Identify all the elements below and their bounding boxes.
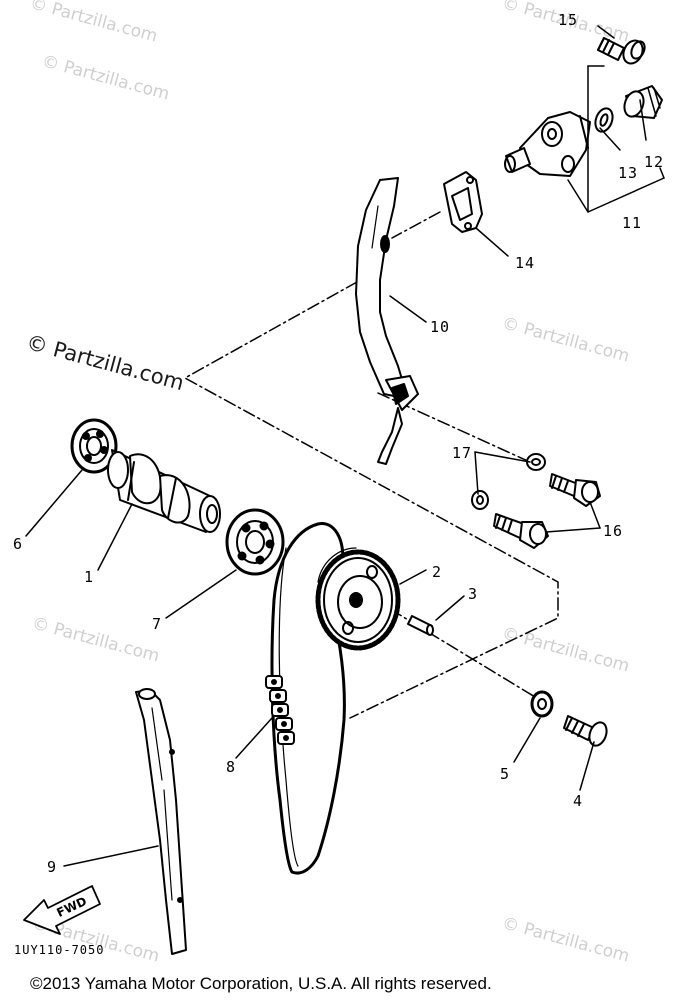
callout-bracket-11 — [567, 65, 665, 213]
part-12-cap-bolt — [623, 85, 663, 119]
part-16-bolt-lower — [493, 513, 549, 549]
fwd-arrow-icon — [23, 885, 101, 935]
callout-8: 8 — [226, 758, 237, 776]
callout-15: 15 — [558, 11, 579, 29]
callout-5: 5 — [500, 765, 511, 783]
part-9-chain-guide — [135, 688, 187, 955]
part-11-tensioner — [504, 111, 591, 177]
part-6-bearing — [70, 418, 118, 474]
leader-lines — [25, 25, 647, 867]
diagram-code: 1UY110-7050 — [14, 943, 105, 957]
callout-12: 12 — [644, 153, 665, 171]
part-16-bolt-upper — [549, 473, 601, 507]
part-10-chain-guide — [355, 177, 419, 465]
part-4-bolt — [563, 715, 608, 747]
callout-4: 4 — [573, 792, 584, 810]
callout-11: 11 — [622, 214, 643, 232]
part-17-washer-lower — [471, 490, 489, 510]
callout-1: 1 — [84, 568, 95, 586]
part-3-dowel-pin — [407, 615, 434, 636]
callout-16: 16 — [603, 522, 624, 540]
callout-10: 10 — [430, 318, 451, 336]
part-7-bearing — [225, 508, 285, 576]
chain-links — [265, 675, 295, 745]
callout-17: 17 — [452, 444, 473, 462]
part-15-bolt — [597, 37, 646, 65]
callout-9: 9 — [47, 858, 58, 876]
part-14-gasket — [443, 171, 483, 233]
part-8-cam-chain — [265, 522, 346, 875]
callout-2: 2 — [432, 563, 443, 581]
part-1-camshaft — [107, 449, 221, 533]
callout-13: 13 — [618, 164, 639, 182]
callout-14: 14 — [515, 254, 536, 272]
copyright-notice: ©2013 Yamaha Motor Corporation, U.S.A. A… — [30, 974, 492, 993]
callout-7: 7 — [152, 615, 163, 633]
part-5-washer — [530, 690, 554, 718]
callout-3: 3 — [468, 585, 479, 603]
callout-6: 6 — [13, 535, 24, 553]
part-2-sprocket — [315, 547, 401, 651]
part-13-washer — [594, 107, 614, 133]
